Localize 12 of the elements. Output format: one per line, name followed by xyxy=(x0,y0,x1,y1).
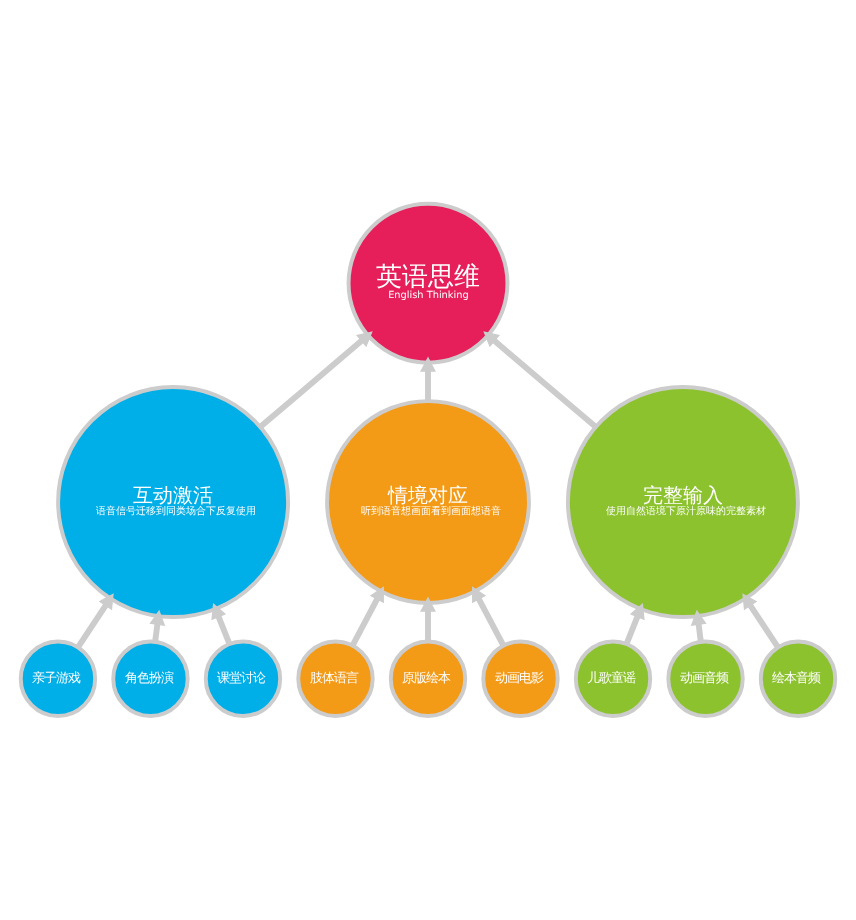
arrow xyxy=(258,331,373,430)
arrow xyxy=(211,603,233,645)
arrow xyxy=(472,586,506,647)
arrow xyxy=(75,593,114,649)
arrow xyxy=(149,609,166,642)
arrow xyxy=(623,603,645,645)
arrow xyxy=(690,609,707,642)
arrow xyxy=(420,596,436,642)
arrow xyxy=(420,356,436,401)
arrow xyxy=(742,593,781,649)
arrow xyxy=(350,586,384,647)
arrow xyxy=(483,331,598,430)
